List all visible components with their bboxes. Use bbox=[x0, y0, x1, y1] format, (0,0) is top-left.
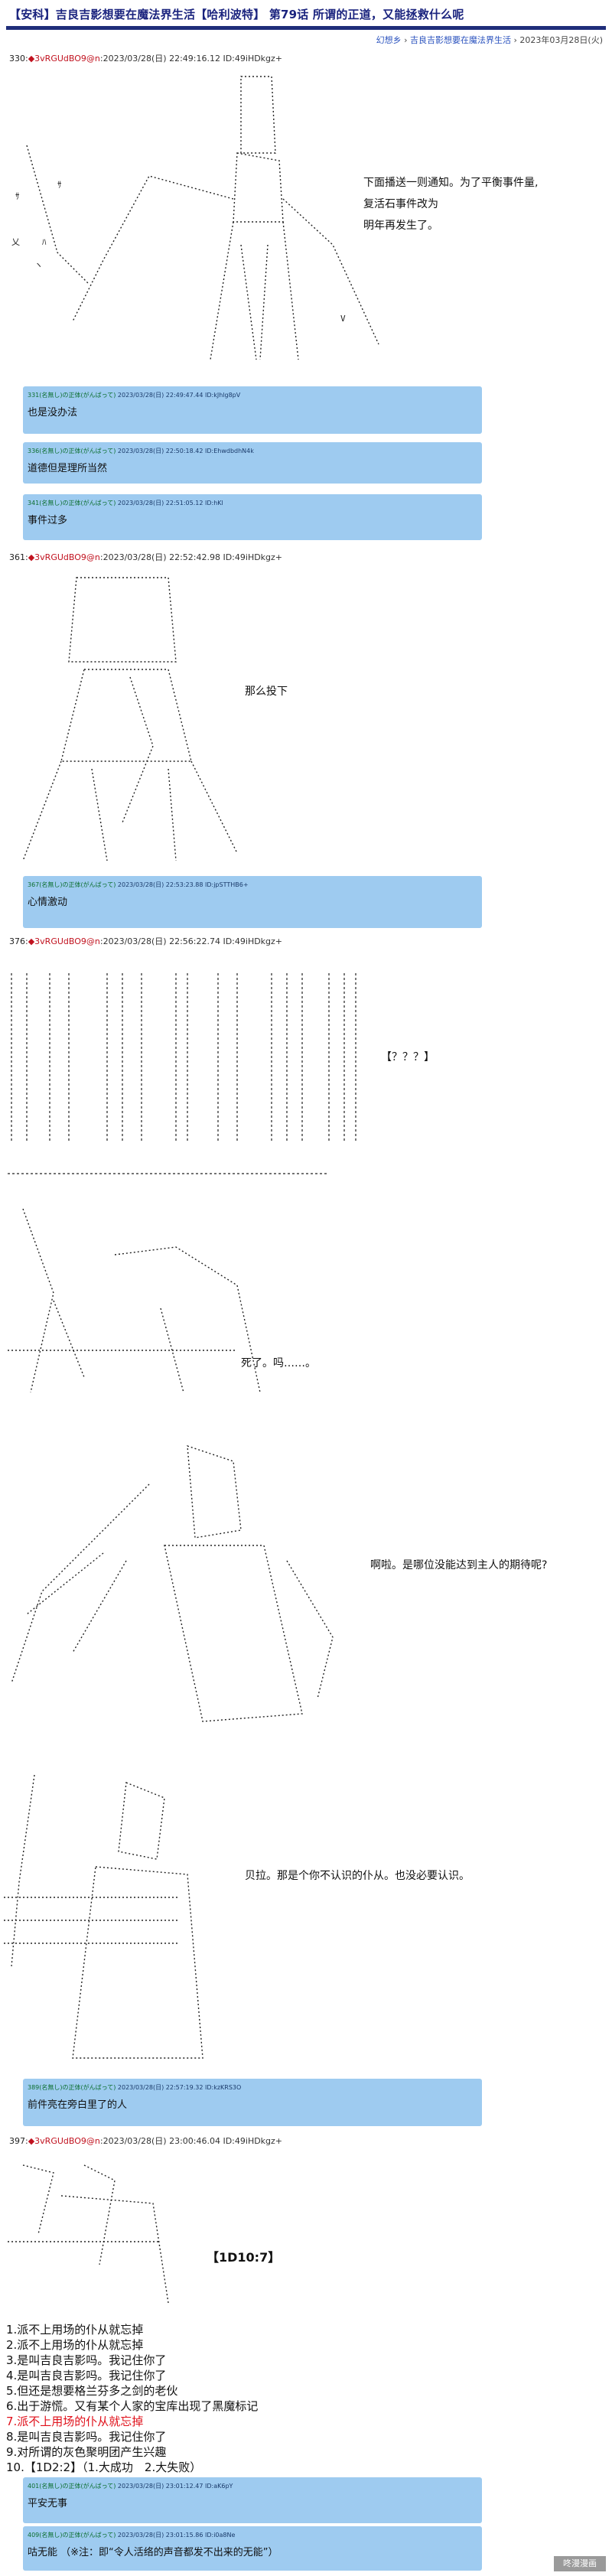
reply-box: 341(名無し)の正体(がんばって) 2023/03/28(日) 22:51:0… bbox=[23, 494, 482, 540]
narration-note: 那么投下 bbox=[245, 686, 288, 698]
choice-item: 2.派不上用场的仆从就忘掉 bbox=[6, 2338, 144, 2352]
reply-body: 事件过多 bbox=[28, 515, 68, 526]
svg-text:乂: 乂 bbox=[11, 237, 20, 247]
post-number[interactable]: 397 bbox=[9, 2136, 25, 2146]
post-header: 397:◆3vRGUdBO9@n:2023/03/28(日) 23:00:46.… bbox=[9, 2136, 283, 2146]
reply-body: 心情激动 bbox=[28, 897, 68, 908]
choice-item: 8.是叫吉良吉影吗。我记住你了 bbox=[6, 2430, 167, 2444]
reply-body: 咕无能 （※注：即“令人活络的声音都发不出来的无能”） bbox=[28, 2547, 278, 2558]
choice-item: 4.是叫吉良吉影吗。我记住你了 bbox=[6, 2369, 167, 2382]
ascii-art-figure: ｻ ﾊ ｻ 乂ヽ V bbox=[11, 76, 379, 360]
choice-item: 10.【1D2:2】（1.大成功 2.大失败） bbox=[6, 2460, 202, 2474]
svg-text:ﾊ: ﾊ bbox=[42, 237, 47, 247]
choice-item: 6.出于游慌。又有某个人家的宝库出现了黑魔标记 bbox=[6, 2399, 259, 2413]
reply-header: 401(名無し)の正体(がんばって) 2023/03/28(日) 23:01:1… bbox=[28, 2483, 233, 2490]
choice-item: 3.是叫吉良吉影吗。我记住你了 bbox=[6, 2353, 167, 2367]
page-title: 【安科】吉良吉影想要在魔法界生活【哈利波特】 第79话 所谓的正道，又能拯救什么… bbox=[9, 8, 464, 21]
svg-text:ｻ: ｻ bbox=[15, 191, 20, 201]
post-date: 2023/03/28(日) 22:52:42.98 ID:49iHDkgz+ bbox=[103, 552, 283, 562]
ascii-art-figure bbox=[4, 1774, 203, 2059]
reply-body: 平安无事 bbox=[28, 2498, 68, 2509]
post-date: 2023/03/28(日) 22:56:22.74 ID:49iHDkgz+ bbox=[103, 936, 283, 946]
post-header: 330:◆3vRGUdBO9@n:2023/03/28(日) 22:49:16.… bbox=[9, 54, 283, 64]
post-number[interactable]: 376 bbox=[9, 936, 25, 946]
reply-body: 也是没办法 bbox=[28, 407, 78, 418]
choice-item: 5.但还是想要格兰芬多之剑的老伙 bbox=[6, 2384, 178, 2398]
reply-header: 367(名無し)の正体(がんばって) 2023/03/28(日) 22:53:2… bbox=[28, 881, 249, 888]
svg-text:ヽ: ヽ bbox=[34, 260, 43, 270]
breadcrumb-thread-link[interactable]: 吉良吉影想要在魔法界生活 bbox=[410, 35, 512, 45]
narration-note: 贝拉。那是个你不认识的仆从。也没必要认识。 bbox=[245, 1870, 470, 1882]
breadcrumb-home-link[interactable]: 幻想乡 bbox=[376, 35, 402, 45]
reply-body: 道德但是理所当然 bbox=[28, 463, 108, 474]
ascii-art-bars bbox=[8, 973, 356, 1174]
dice-result: 【1D10:7】 bbox=[207, 2250, 281, 2265]
reply-box: 409(名無し)の正体(がんばって) 2023/03/28(日) 23:01:1… bbox=[23, 2526, 482, 2571]
narration-note: 啊啦。是哪位没能达到主人的期待呢? bbox=[370, 1559, 548, 1571]
breadcrumb: 幻想乡 › 吉良吉影想要在魔法界生活 › 2023年03月28日(火) bbox=[376, 34, 603, 46]
reply-header: 331(名無し)の正体(がんばって) 2023/03/28(日) 22:49:4… bbox=[28, 392, 241, 399]
ascii-art-figure bbox=[11, 1445, 334, 1722]
reply-header: 409(名無し)の正体(がんばって) 2023/03/28(日) 23:01:1… bbox=[28, 2532, 236, 2539]
post-number[interactable]: 330 bbox=[9, 54, 25, 64]
reply-box: 401(名無し)の正体(がんばって) 2023/03/28(日) 23:01:1… bbox=[23, 2477, 482, 2523]
page-header: 【安科】吉良吉影想要在魔法界生活【哈利波特】 第79话 所谓的正道，又能拯救什么… bbox=[0, 0, 612, 46]
breadcrumb-separator: › bbox=[404, 35, 408, 45]
post-author: ◆3vRGUdBO9@n bbox=[28, 54, 100, 64]
choice-item: 1.派不上用场的仆从就忘掉 bbox=[6, 2323, 144, 2337]
narration-note: 【？？？】 bbox=[381, 1051, 435, 1063]
choice-list: 1.派不上用场的仆从就忘掉 2.派不上用场的仆从就忘掉 3.是叫吉良吉影吗。我记… bbox=[6, 2322, 258, 2475]
reply-body: 前件亮在旁白里了的人 bbox=[28, 2099, 128, 2111]
choice-item-selected: 7.派不上用场的仆从就忘掉 bbox=[6, 2415, 144, 2428]
reply-box: 367(名無し)の正体(がんばって) 2023/03/28(日) 22:53:2… bbox=[23, 876, 482, 928]
narration-note: 死了。吗……。 bbox=[241, 1357, 316, 1369]
post-date: 2023/03/28(日) 23:00:46.04 ID:49iHDkgz+ bbox=[103, 2136, 283, 2146]
ascii-art-figure bbox=[8, 2164, 169, 2304]
post-number[interactable]: 361 bbox=[9, 552, 25, 562]
reply-header: 389(名無し)の正体(がんばって) 2023/03/28(日) 22:57:1… bbox=[28, 2084, 242, 2091]
post-header: 376:◆3vRGUdBO9@n:2023/03/28(日) 22:56:22.… bbox=[9, 936, 283, 946]
svg-text:V: V bbox=[340, 314, 346, 324]
reply-box: 389(名無し)の正体(がんばって) 2023/03/28(日) 22:57:1… bbox=[23, 2079, 482, 2126]
post-date: 2023/03/28(日) 22:49:16.12 ID:49iHDkgz+ bbox=[103, 54, 283, 64]
reply-box: 331(名無し)の正体(がんばって) 2023/03/28(日) 22:49:4… bbox=[23, 386, 482, 434]
narration-note: 下面播送一则通知。为了平衡事件量, 复活石事件改为 明年再发生了。 bbox=[363, 177, 539, 232]
reply-box: 336(名無し)の正体(がんばって) 2023/03/28(日) 22:50:1… bbox=[23, 442, 482, 484]
post-author: ◆3vRGUdBO9@n bbox=[28, 552, 100, 562]
title-divider bbox=[6, 26, 606, 30]
site-watermark: 咚漫漫画 bbox=[554, 2556, 606, 2571]
post-header: 361:◆3vRGUdBO9@n:2023/03/28(日) 22:52:42.… bbox=[9, 552, 283, 562]
reply-header: 341(名無し)の正体(がんばって) 2023/03/28(日) 22:51:0… bbox=[28, 500, 223, 506]
breadcrumb-separator: › bbox=[513, 35, 517, 45]
choice-item: 9.对所谓的灰色聚明团产生兴趣 bbox=[6, 2445, 167, 2459]
post-author: ◆3vRGUdBO9@n bbox=[28, 936, 100, 946]
ascii-art-figure bbox=[22, 577, 238, 861]
post-author: ◆3vRGUdBO9@n bbox=[28, 2136, 100, 2146]
breadcrumb-date: 2023年03月28日(火) bbox=[519, 35, 603, 45]
ascii-art-figure bbox=[8, 1208, 261, 1393]
svg-text:ｻ: ｻ bbox=[57, 180, 62, 190]
reply-header: 336(名無し)の正体(がんばって) 2023/03/28(日) 22:50:1… bbox=[28, 448, 254, 454]
